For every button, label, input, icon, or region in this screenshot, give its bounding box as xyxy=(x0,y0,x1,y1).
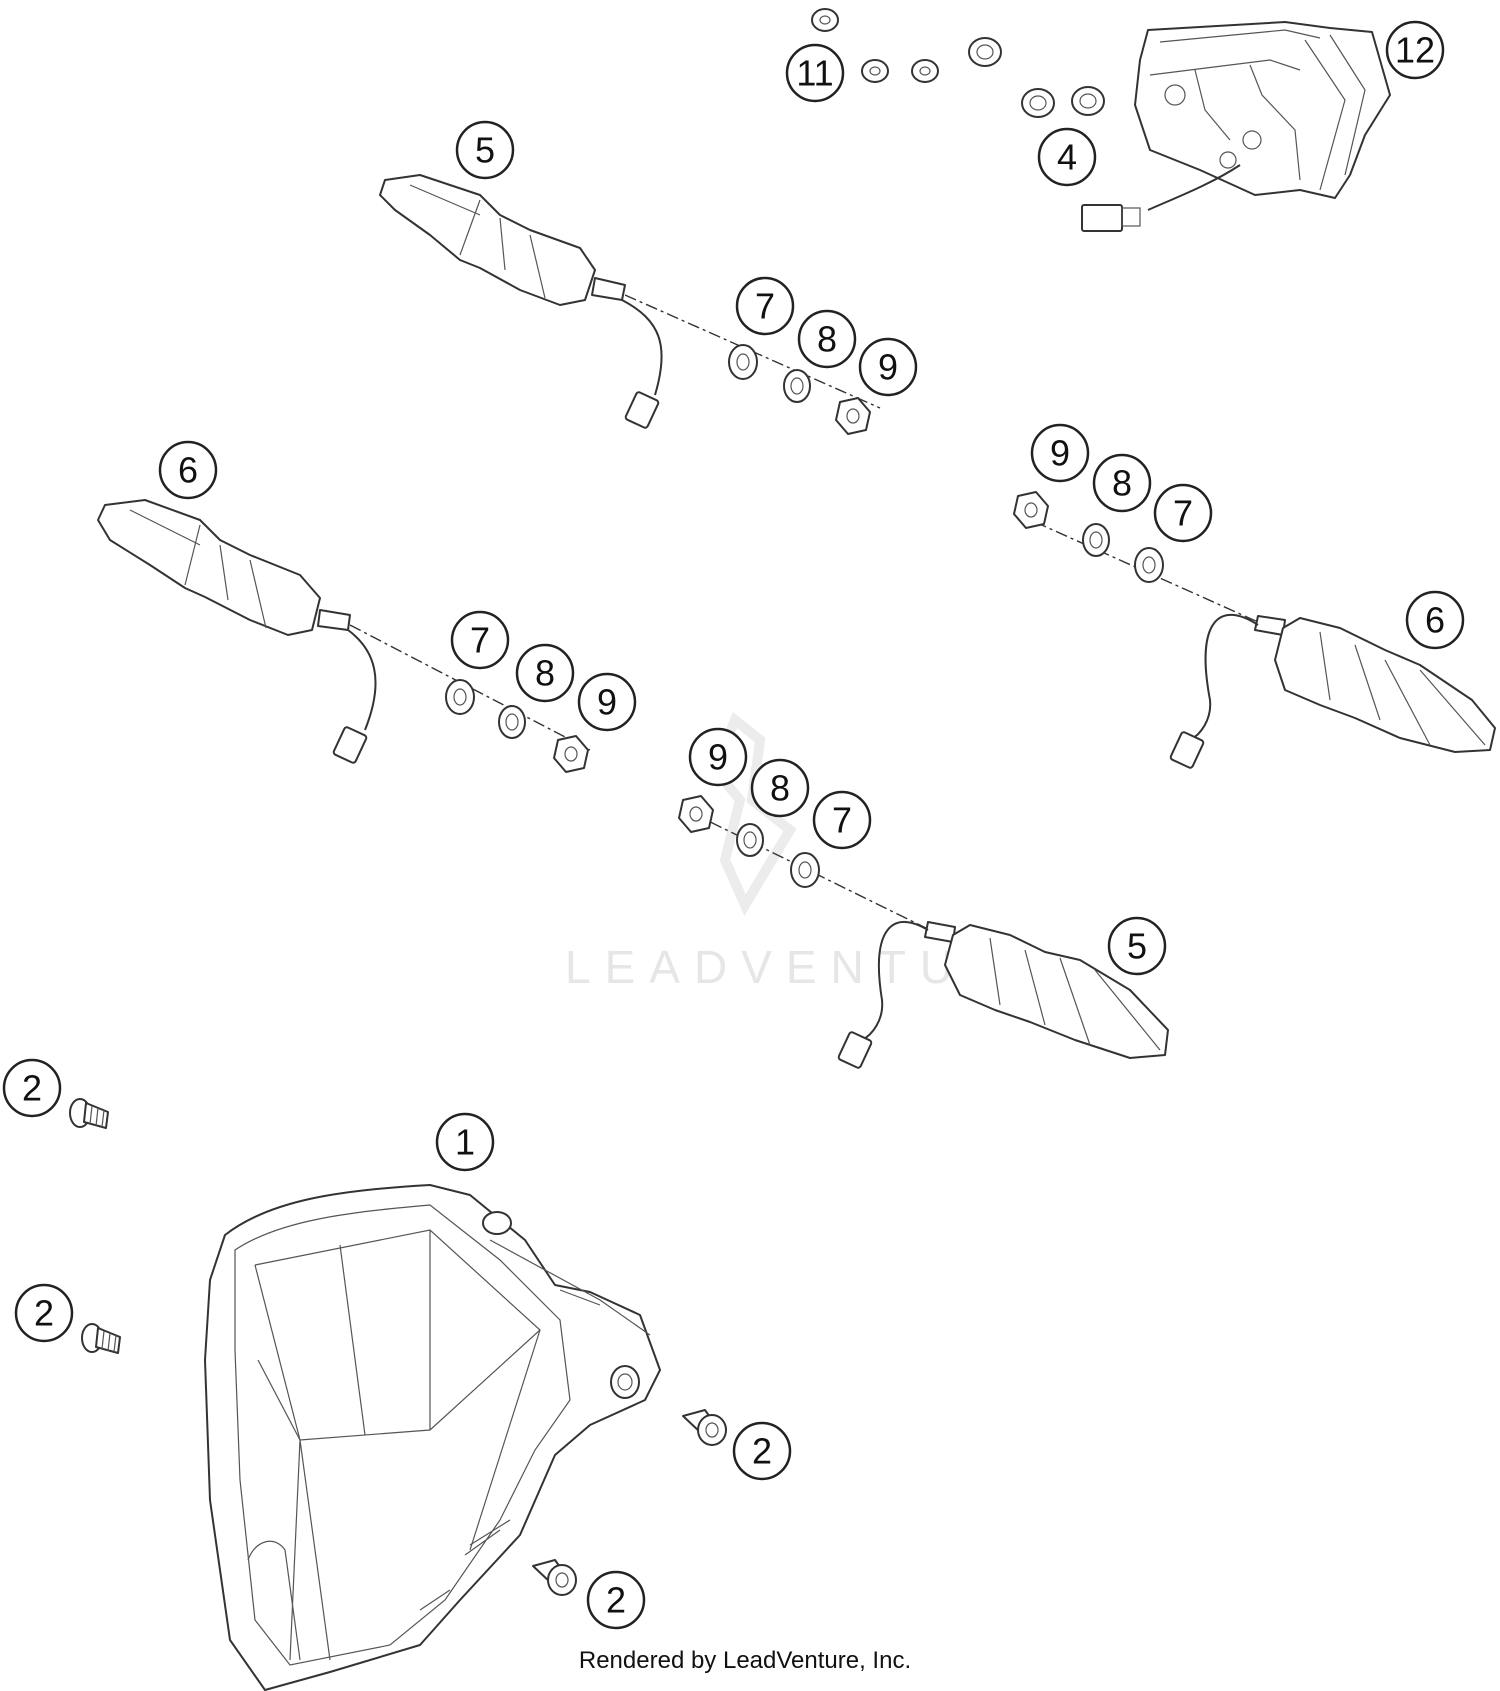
callout-2-d[interactable]: 2 xyxy=(586,1570,646,1630)
callout-7-right[interactable]: 7 xyxy=(1153,483,1213,543)
turn-signal-5-upper[interactable] xyxy=(379,174,881,429)
turn-signal-6-right[interactable] xyxy=(1034,521,1496,769)
callout-8-upper[interactable]: 8 xyxy=(797,309,857,369)
callout-8-left[interactable]: 8 xyxy=(515,643,575,703)
callout-8-right[interactable]: 8 xyxy=(1092,453,1152,513)
callout-label: 12 xyxy=(1395,30,1435,71)
lock-washer-8-left[interactable] xyxy=(498,705,526,739)
callout-1[interactable]: 1 xyxy=(435,1112,495,1172)
callout-6-left[interactable]: 6 xyxy=(158,440,218,500)
lock-washer-8-right[interactable] xyxy=(1082,523,1110,557)
callout-11[interactable]: 11 xyxy=(785,43,845,103)
callout-label: 9 xyxy=(878,347,898,388)
grommet-set-4[interactable] xyxy=(968,37,1105,118)
callout-label: 2 xyxy=(752,1431,772,1472)
callout-4[interactable]: 4 xyxy=(1037,127,1097,187)
callout-label: 8 xyxy=(1112,463,1132,504)
callout-7-lower[interactable]: 7 xyxy=(812,790,872,850)
nut-9-upper[interactable] xyxy=(835,397,871,435)
callout-2-c[interactable]: 2 xyxy=(732,1421,792,1481)
callout-7-upper[interactable]: 7 xyxy=(735,276,795,336)
callout-label: 7 xyxy=(832,800,852,841)
screw-2-d[interactable] xyxy=(532,1559,577,1596)
nut-set-11[interactable] xyxy=(811,8,939,83)
callout-label: 2 xyxy=(22,1068,42,1109)
turn-signal-6-left[interactable] xyxy=(97,499,591,764)
lock-washer-8-upper[interactable] xyxy=(783,369,811,403)
callout-label: 9 xyxy=(597,682,617,723)
callout-label: 9 xyxy=(708,737,728,778)
headlight-assembly[interactable] xyxy=(204,1184,661,1691)
callout-9-lower[interactable]: 9 xyxy=(688,727,748,787)
callout-label: 5 xyxy=(475,130,495,171)
callout-label: 8 xyxy=(817,319,837,360)
callout-label: 7 xyxy=(755,286,775,327)
screw-2-c[interactable] xyxy=(682,1409,727,1446)
washer-7-right[interactable] xyxy=(1134,547,1164,583)
callout-label: 2 xyxy=(606,1580,626,1621)
callout-label: 11 xyxy=(796,53,833,94)
callout-2-b[interactable]: 2 xyxy=(14,1283,74,1343)
callout-label: 7 xyxy=(1173,493,1193,534)
callout-8-lower[interactable]: 8 xyxy=(750,758,810,818)
callout-5-upper[interactable]: 5 xyxy=(455,120,515,180)
callout-2-a[interactable]: 2 xyxy=(2,1058,62,1118)
callout-9-right[interactable]: 9 xyxy=(1030,423,1090,483)
nut-9-right[interactable] xyxy=(1013,491,1049,529)
callout-label: 9 xyxy=(1050,433,1070,474)
callout-label: 2 xyxy=(34,1293,54,1334)
screw-2-a[interactable] xyxy=(69,1098,109,1129)
callout-label: 6 xyxy=(178,450,198,491)
callout-label: 5 xyxy=(1127,926,1147,967)
callout-label: 1 xyxy=(455,1122,475,1163)
washer-7-lower[interactable] xyxy=(790,852,820,888)
render-credit: Rendered by LeadVenture, Inc. xyxy=(579,1647,911,1674)
washer-7-left[interactable] xyxy=(445,679,475,715)
callout-label: 8 xyxy=(770,768,790,809)
callout-label: 7 xyxy=(470,620,490,661)
nut-9-left[interactable] xyxy=(553,735,589,773)
callout-label: 6 xyxy=(1425,600,1445,641)
callout-5-lower[interactable]: 5 xyxy=(1107,916,1167,976)
lock-washer-8-lower[interactable] xyxy=(736,823,764,857)
callout-label: 4 xyxy=(1057,137,1077,178)
callout-9-upper[interactable]: 9 xyxy=(858,337,918,397)
nut-9-lower[interactable] xyxy=(678,795,714,833)
callout-7-left[interactable]: 7 xyxy=(450,610,510,670)
callout-9-left[interactable]: 9 xyxy=(577,672,637,732)
screw-2-b[interactable] xyxy=(81,1323,121,1354)
washer-7-upper[interactable] xyxy=(728,344,758,380)
callout-6-right[interactable]: 6 xyxy=(1405,590,1465,650)
callout-label: 8 xyxy=(535,653,555,694)
callout-12[interactable]: 12 xyxy=(1385,20,1445,80)
tail-light-assembly[interactable] xyxy=(1081,21,1391,232)
